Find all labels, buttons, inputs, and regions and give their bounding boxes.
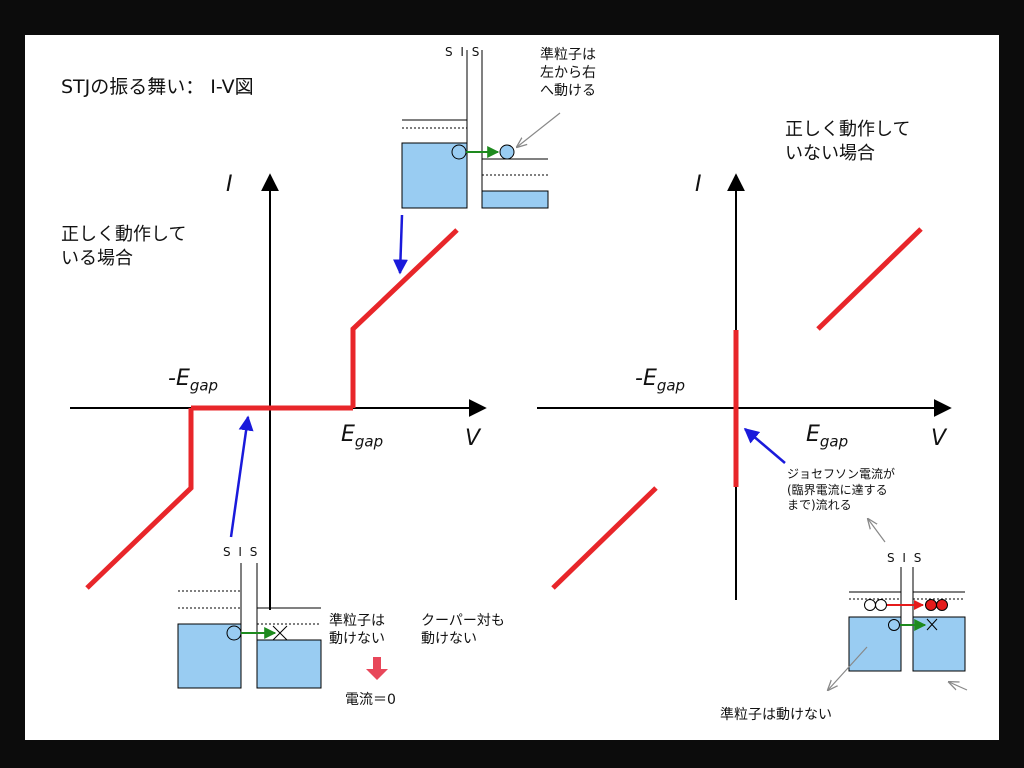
cooper-pair-hole bbox=[875, 599, 887, 611]
bottom-inset-cooper-line: 動けない bbox=[421, 631, 477, 648]
quasiparticle-hole bbox=[888, 619, 900, 631]
bottom-inset-cooper-line: クーパー対も bbox=[421, 613, 505, 629]
note-pointer bbox=[517, 112, 561, 147]
right-caption: 正しく動作して いない場合 bbox=[785, 118, 910, 167]
left-caption-line: いる場合 bbox=[61, 248, 133, 270]
current-zero-label: 電流＝0 bbox=[345, 692, 396, 708]
left-bottom-band-inset bbox=[177, 563, 388, 689]
left-iv-curve-lower bbox=[85, 408, 194, 590]
right-inset-sis-label: S I S bbox=[887, 551, 924, 565]
blocked-cross-icon bbox=[926, 618, 938, 631]
right-iv-curve-upper bbox=[816, 227, 923, 331]
left-neg-egap-label: -Egap bbox=[168, 365, 218, 395]
top-inset-note-line: 準粒子は bbox=[540, 47, 596, 63]
egap-subscript: gap bbox=[819, 432, 849, 451]
left-blue-pointer-top bbox=[392, 214, 408, 275]
slide: STJの振る舞い： I-V図 正しく動作して いる場合 I V -Egap Eg… bbox=[25, 35, 999, 740]
right-blue-pointer bbox=[743, 428, 786, 464]
cooper-pair bbox=[925, 599, 937, 611]
left-top-band-left bbox=[401, 142, 468, 209]
bottom-inset-cooper-note: クーパー対も 動けない bbox=[421, 612, 505, 648]
left-top-band-inset bbox=[401, 50, 561, 209]
josephson-note: ジョセフソン電流が (臨界電流に達する まで)流れる bbox=[787, 467, 895, 514]
blocked-cross-icon bbox=[272, 625, 288, 641]
left-iv-plot bbox=[70, 173, 487, 610]
right-egap-label: Egap bbox=[806, 421, 848, 451]
egap-symbol: E bbox=[341, 422, 355, 447]
neg-egap-symbol: -E bbox=[635, 366, 657, 391]
top-inset-note-line: 左から右 bbox=[540, 65, 596, 82]
top-inset-note-line: へ動ける bbox=[540, 83, 596, 100]
right-iv-curve-lower bbox=[551, 486, 658, 590]
right-neg-egap-label: -Egap bbox=[635, 365, 685, 395]
bottom-inset-qp-line: 動けない bbox=[329, 631, 385, 648]
left-top-band-right bbox=[481, 190, 549, 209]
josephson-note-line: (臨界電流に達する bbox=[787, 482, 888, 497]
right-v-axis-label: V bbox=[931, 426, 947, 451]
left-i-axis-label: I bbox=[226, 172, 233, 197]
iv-diagram bbox=[70, 50, 968, 740]
quasiparticle bbox=[499, 144, 515, 160]
josephson-note-line: ジョセフソン電流が bbox=[787, 467, 896, 481]
bottom-inset-qp-line: 準粒子は bbox=[329, 613, 385, 629]
left-blue-pointer-bottom bbox=[229, 415, 254, 538]
neg-egap-subscript: gap bbox=[189, 376, 219, 395]
down-arrow-icon bbox=[366, 657, 388, 680]
right-caption-line: 正しく動作して bbox=[785, 119, 911, 140]
top-inset-note: 準粒子は 左から右 へ動ける bbox=[540, 46, 596, 101]
bottom-inset-qp-note: 準粒子は 動けない bbox=[329, 612, 385, 648]
inset-pointer-right bbox=[949, 682, 968, 691]
top-inset-sis-label: S I S bbox=[445, 45, 482, 59]
cooper-pair bbox=[936, 599, 948, 611]
right-band-left bbox=[848, 616, 902, 672]
right-iv-plot bbox=[537, 173, 952, 600]
josephson-note-pointer bbox=[868, 519, 886, 543]
inset-pointer-left bbox=[828, 646, 868, 690]
left-iv-curve-upper bbox=[350, 228, 459, 408]
egap-subscript: gap bbox=[354, 432, 384, 451]
left-caption-line: 正しく動作して bbox=[61, 224, 187, 245]
cooper-pair-hole bbox=[864, 599, 876, 611]
josephson-note-line: まで)流れる bbox=[787, 498, 852, 513]
left-bottom-band-left bbox=[177, 623, 242, 689]
bottom-inset-sis-label: S I S bbox=[223, 545, 260, 559]
left-egap-label: Egap bbox=[341, 421, 383, 451]
right-caption-line: いない場合 bbox=[785, 143, 875, 165]
egap-symbol: E bbox=[806, 422, 820, 447]
slide-title: STJの振る舞い： I-V図 bbox=[61, 76, 254, 98]
right-i-axis-label: I bbox=[695, 172, 702, 197]
right-band-inset bbox=[828, 567, 968, 691]
left-caption: 正しく動作して いる場合 bbox=[61, 223, 186, 272]
right-inset-note: 準粒子は動けない bbox=[720, 707, 832, 723]
neg-egap-symbol: -E bbox=[168, 366, 190, 391]
neg-egap-subscript: gap bbox=[656, 376, 686, 395]
left-bottom-band-right bbox=[256, 639, 322, 689]
left-v-axis-label: V bbox=[465, 426, 481, 451]
